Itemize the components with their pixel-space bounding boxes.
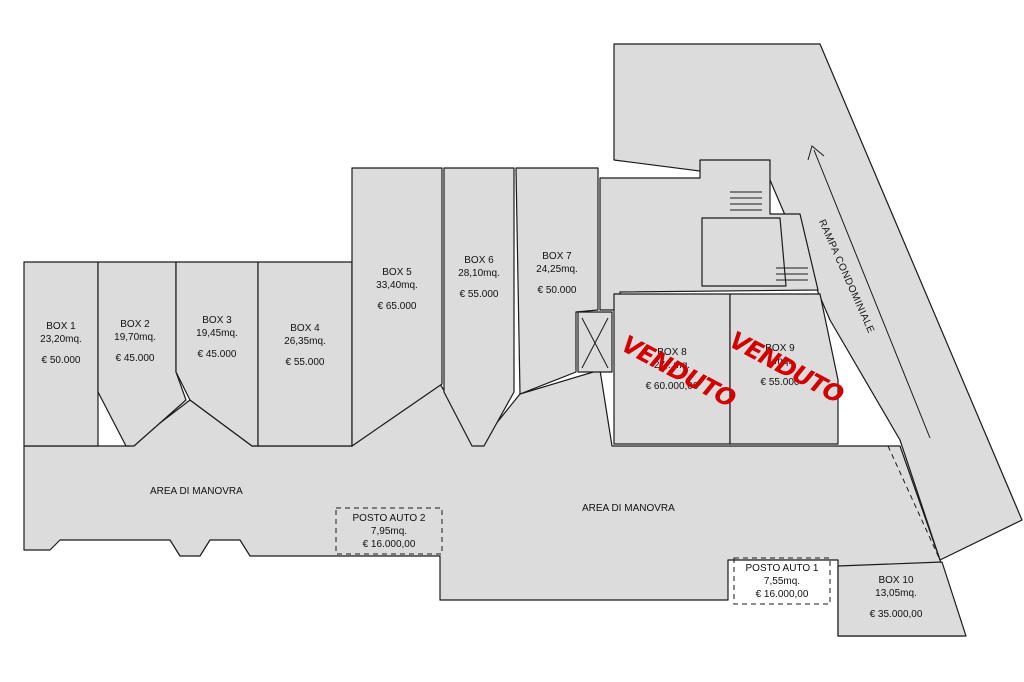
posto-auto-1-area: 7,55mq. (763, 576, 801, 587)
posto-auto-2-label: POSTO AUTO 2 7,95mq. € 16.000,00 (336, 512, 442, 551)
box-5-area: 33,40mq. (376, 280, 418, 291)
box-7-price: € 50.000 (537, 285, 577, 296)
box-4-room (257, 261, 353, 447)
box-5-title: BOX 5 (382, 267, 412, 278)
posto-auto-1-outline (733, 557, 831, 605)
box-2-area: 19,70mq. (114, 332, 156, 343)
box-6-room (443, 167, 515, 447)
posto-auto-1-label: POSTO AUTO 1 7,55mq. € 16.000,00 (734, 562, 830, 601)
box-8-price: € 60.000,00 (645, 381, 699, 392)
stair-treads-bottom (776, 267, 808, 281)
box-6-label: BOX 6 28,10mq. € 55.000 (444, 254, 514, 301)
box-1-price: € 50.000 (41, 355, 81, 366)
box-9-price: € 55.000 (760, 377, 800, 388)
box-10-price: € 35.000,00 (869, 609, 923, 620)
posto-auto-2-outline (335, 507, 443, 555)
posto-auto-1-title: POSTO AUTO 1 (745, 563, 819, 574)
box-8-area: 27,..mq. (653, 360, 691, 371)
box-2-price: € 45.000 (115, 353, 155, 364)
box-5-room (351, 167, 443, 447)
box-8-title: BOX 8 (657, 347, 687, 358)
box-3-area: 19,45mq. (196, 328, 238, 339)
box-1-label: BOX 1 23,20mq. € 50.000 (24, 320, 98, 367)
box-9-title: BOX 9 (765, 343, 795, 354)
box-4-price: € 55.000 (285, 357, 325, 368)
box-4-title: BOX 4 (290, 323, 320, 334)
box-4-label: BOX 4 26,35mq. € 55.000 (258, 322, 352, 369)
box-3-title: BOX 3 (202, 315, 232, 326)
box-7-area: 24,25mq. (536, 264, 578, 275)
box-10-room (837, 561, 967, 637)
box-8-label: BOX 8 27,..mq. € 60.000,00 (624, 346, 720, 393)
box-8-room (613, 293, 731, 445)
box-7-title: BOX 7 (542, 251, 572, 262)
box-9-area: ..mq. (768, 356, 792, 367)
posto-auto-1-price: € 16.000,00 (755, 589, 809, 600)
box-3-label: BOX 3 19,45mq. € 45.000 (178, 314, 256, 361)
box-7-room (515, 167, 599, 395)
box-3-price: € 45.000 (197, 349, 237, 360)
box-6-title: BOX 6 (464, 255, 494, 266)
posto-auto-2-title: POSTO AUTO 2 (352, 513, 426, 524)
posto-auto-2-price: € 16.000,00 (362, 539, 416, 550)
box-4-area: 26,35mq. (284, 336, 326, 347)
lift-cross-2 (581, 317, 609, 369)
box-9-room (729, 293, 839, 445)
box-7-label: BOX 7 24,25mq. € 50.000 (516, 250, 598, 297)
stair-room (701, 217, 787, 287)
box-5-label: BOX 5 33,40mq. € 65.000 (352, 266, 442, 313)
box-2-label: BOX 2 19,70mq. € 45.000 (98, 318, 172, 365)
maneuver-area-label-left: AREA DI MANOVRA (150, 486, 243, 497)
stair-treads-top (730, 191, 762, 211)
box-1-area: 23,20mq. (40, 334, 82, 345)
box-9-label: BOX 9 ..mq. € 55.000 (740, 342, 820, 389)
box-2-title: BOX 2 (120, 319, 150, 330)
box-1-room (23, 261, 99, 447)
box-10-area: 13,05mq. (875, 588, 917, 599)
box-1-title: BOX 1 (46, 321, 76, 332)
box-6-area: 28,10mq. (458, 268, 500, 279)
box-6-price: € 55.000 (459, 289, 499, 300)
box-10-label: BOX 10 13,05mq. € 35.000,00 (850, 574, 942, 621)
ramp-boundary-dashed (887, 445, 941, 561)
box-5-price: € 65.000 (377, 301, 417, 312)
maneuver-area-label-right: AREA DI MANOVRA (582, 503, 675, 514)
ramp-arrow-shaft (813, 149, 931, 439)
ramp-arrow-head (807, 145, 825, 161)
box-10-title: BOX 10 (878, 575, 914, 586)
posto-auto-2-area: 7,95mq. (370, 526, 408, 537)
